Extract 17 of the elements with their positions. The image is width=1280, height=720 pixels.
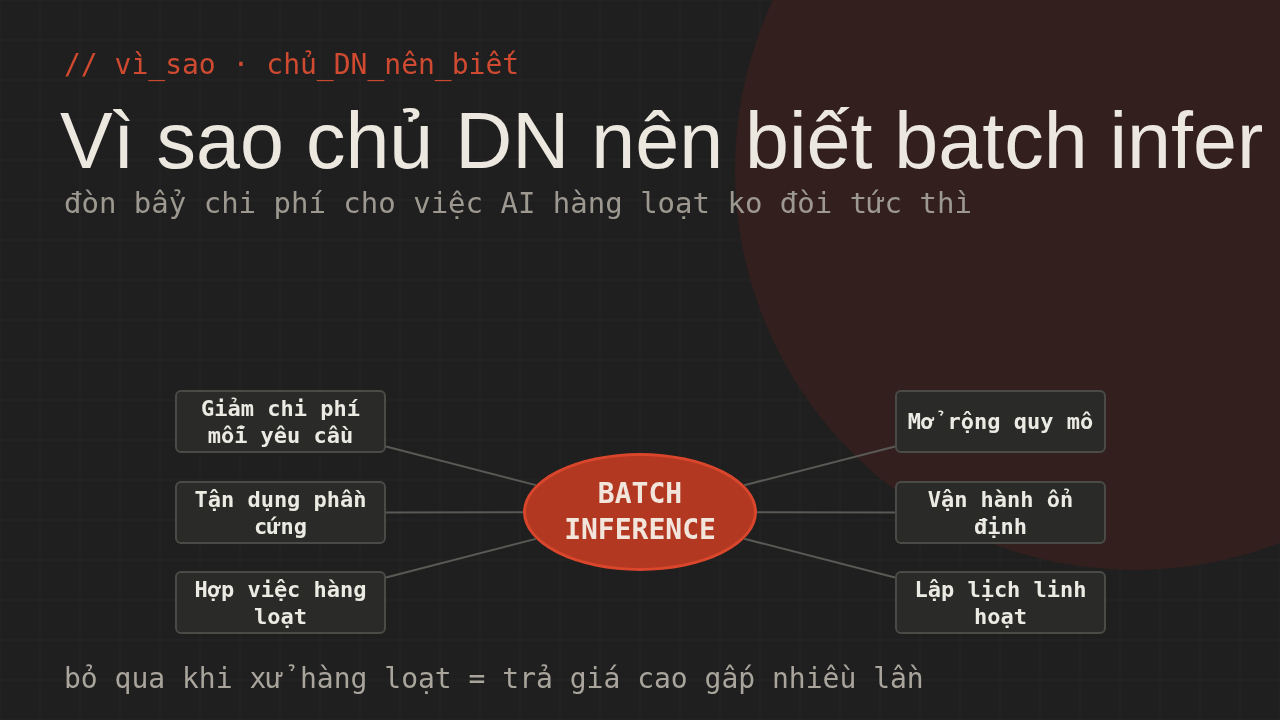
benefit-box: Lập lịch linh hoạt [895,571,1106,634]
connector-line [385,537,537,579]
connector-line [743,445,896,487]
connector-line [385,445,537,487]
benefit-box: Hợp việc hàng loạt [175,571,386,634]
footer-note: bỏ qua khi xử hàng loạt = trả giá cao gấp nhiều lần [64,662,924,695]
section-tag: // vì_sao · chủ_DN_nên_biết [64,48,520,81]
benefit-box: Tận dụng phần cứng [175,481,386,544]
central-ellipse: BATCH INFERENCE [523,453,757,571]
connector-line [743,537,896,579]
subtitle: đòn bẩy chi phí cho việc AI hàng loạt ko đòi tức thì [64,186,972,220]
benefit-box: Giảm chi phí mỗi yêu cầu [175,390,386,453]
benefit-box: Mở rộng quy mô [895,390,1106,453]
title: Vì sao chủ DN nên biết batch infer [60,96,1264,186]
connector-line [756,511,896,514]
benefit-box: Vận hành ổn định [895,481,1106,544]
connector-line [385,511,524,514]
